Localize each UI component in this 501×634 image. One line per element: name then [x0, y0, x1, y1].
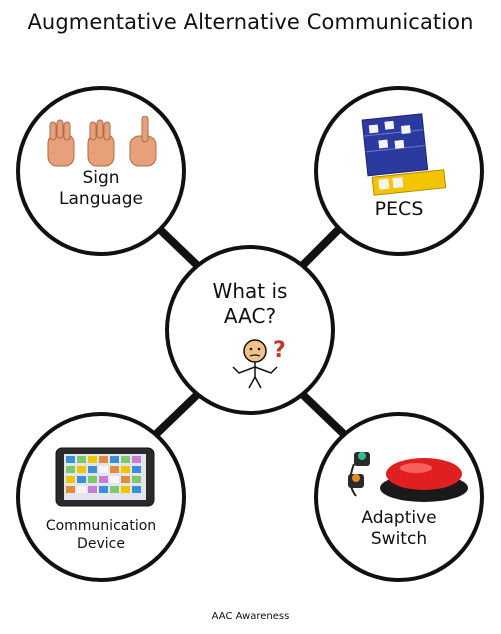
node-what-is-aac: What is AAC? ?: [165, 245, 335, 415]
sign-language-line2: Language: [59, 189, 143, 210]
node-adaptive-switch: Adaptive Switch: [314, 412, 484, 582]
center-label: What is AAC?: [169, 279, 331, 329]
center-line1: What is: [212, 279, 288, 303]
connector-communication-device: [146, 388, 204, 444]
confused-person-icon: ?: [232, 338, 286, 389]
picture-board-icon: [361, 113, 446, 196]
tablet-device-icon: [55, 447, 155, 507]
communication-device-line1: Communication: [45, 518, 157, 534]
svg-text:?: ?: [273, 338, 286, 363]
node-pecs: PECS: [314, 86, 484, 256]
adaptive-switch-line2: Switch: [370, 529, 428, 550]
node-sign-language: Sign Language: [16, 86, 186, 256]
hand-signs-icon: [47, 116, 157, 167]
page-title: Augmentative Alternative Communication: [27, 10, 474, 34]
adaptive-switch-label: Adaptive Switch: [318, 508, 480, 551]
pecs-label: PECS: [374, 198, 424, 220]
node-communication-device: Communication Device: [16, 412, 186, 582]
sign-language-label: Sign Language: [20, 168, 182, 211]
connector-adaptive-switch: [296, 388, 354, 444]
red-switch-icon: [348, 452, 468, 502]
sign-language-line1: Sign: [82, 168, 120, 188]
footer-text: AAC Awareness: [211, 611, 290, 622]
center-line2: AAC?: [223, 304, 277, 328]
adaptive-switch-line1: Adaptive: [361, 508, 437, 528]
communication-device-line2: Device: [77, 535, 125, 552]
communication-device-label: Communication Device: [20, 518, 182, 553]
